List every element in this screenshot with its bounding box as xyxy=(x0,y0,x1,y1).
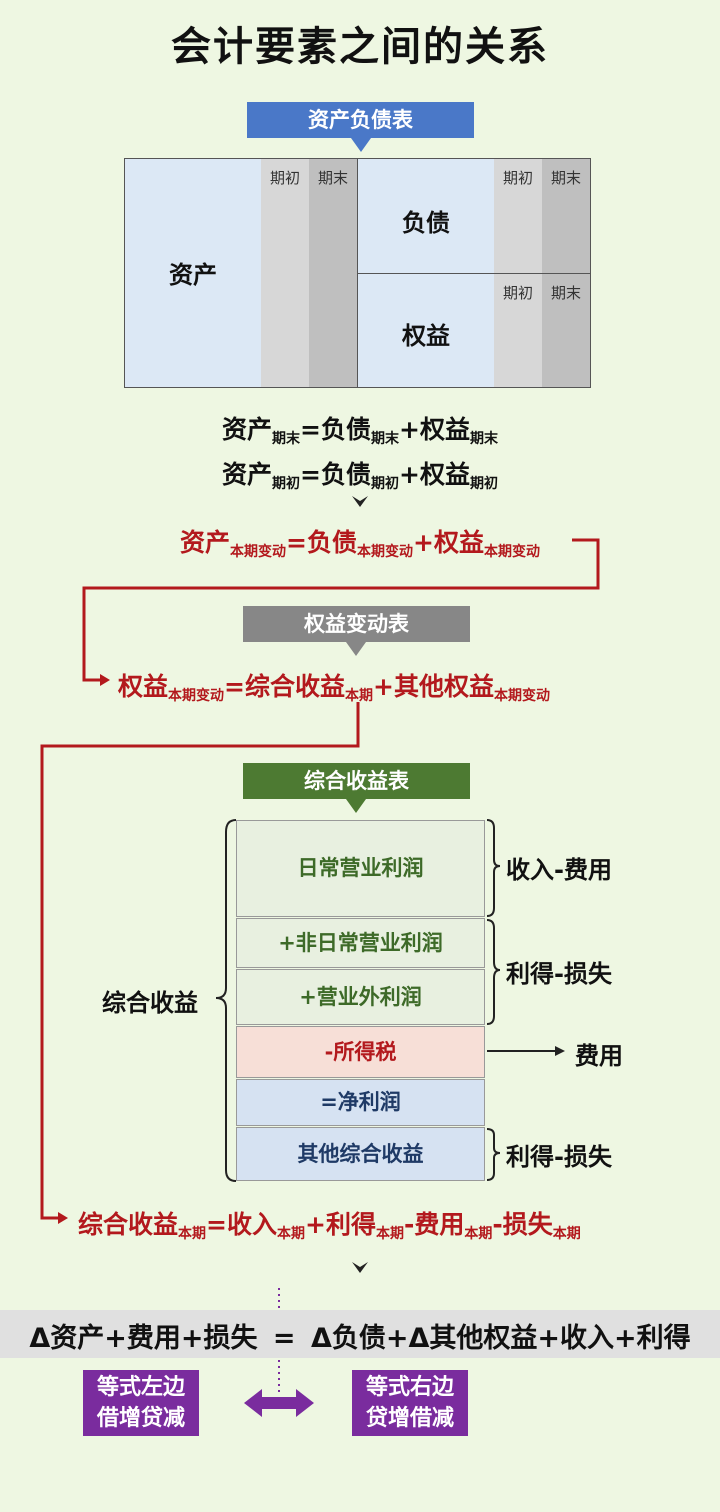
down-arrow-icon xyxy=(346,799,366,813)
equation-comprehensive-income: 综合收益本期=收入本期+利得本期-费用本期-损失本期 xyxy=(78,1210,581,1242)
expense-label: 费用 xyxy=(575,1042,623,1070)
income-row-non-operating-profit: +非日常营业利润 xyxy=(236,918,485,968)
income-row-net-profit: =净利润 xyxy=(236,1079,485,1126)
gains-minus-losses-label: 利得-损失 xyxy=(506,960,612,988)
right-side-rule-box: 等式右边 贷增借减 xyxy=(352,1370,468,1436)
down-arrow-icon xyxy=(346,642,366,656)
asset-box: 期初 期末 资产 xyxy=(124,158,358,388)
double-arrow-icon xyxy=(244,1389,314,1417)
income-row-other-comprehensive: 其他综合收益 xyxy=(236,1127,485,1181)
equation-change: 资产本期变动=负债本期变动+权益本期变动 xyxy=(180,528,540,560)
down-chevron-icon xyxy=(352,1262,368,1273)
income-statement-header: 综合收益表 xyxy=(243,763,470,799)
liability-label: 负债 xyxy=(402,209,450,237)
final-equation: Δ资产+费用+损失 = Δ负债+Δ其他权益+收入+利得 xyxy=(29,1323,691,1354)
liability-period-begin: 期初 xyxy=(502,169,533,187)
comprehensive-income-group-label: 综合收益 xyxy=(102,989,198,1017)
equity-change-header: 权益变动表 xyxy=(243,606,470,642)
left-side-rule-box: 等式左边 借增贷减 xyxy=(83,1370,199,1436)
equity-box: 期初 期末 权益 xyxy=(357,273,591,388)
equity-begin-column xyxy=(494,274,542,387)
liability-period-end: 期末 xyxy=(550,169,581,187)
income-row-other-profit: +营业外利润 xyxy=(236,969,485,1025)
liability-box: 期初 期末 负债 xyxy=(357,158,591,274)
down-chevron-icon xyxy=(352,496,368,507)
income-row-operating-profit: 日常营业利润 xyxy=(236,820,485,917)
asset-begin-column xyxy=(261,159,309,387)
balance-sheet-header: 资产负债表 xyxy=(247,102,474,138)
equity-period-begin: 期初 xyxy=(502,284,533,302)
asset-period-end: 期末 xyxy=(317,169,348,187)
equation-begin-period: 资产期初=负债期初+权益期初 xyxy=(222,460,498,492)
equation-equity-change: 权益本期变动=综合收益本期+其他权益本期变动 xyxy=(118,672,550,704)
equity-label: 权益 xyxy=(402,322,450,350)
asset-label: 资产 xyxy=(169,261,217,289)
revenue-minus-expense-label: 收入-费用 xyxy=(506,856,612,884)
page-title: 会计要素之间的关系 xyxy=(171,24,549,70)
equity-period-end: 期末 xyxy=(550,284,581,302)
income-row-income-tax: -所得税 xyxy=(236,1026,485,1078)
final-equation-band xyxy=(0,1310,720,1358)
liability-begin-column xyxy=(494,159,542,273)
other-gains-minus-losses-label: 利得-损失 xyxy=(506,1143,612,1171)
asset-end-column xyxy=(309,159,357,387)
asset-period-begin: 期初 xyxy=(269,169,300,187)
liability-end-column xyxy=(542,159,590,273)
equity-end-column xyxy=(542,274,590,387)
equation-end-period: 资产期末=负债期末+权益期末 xyxy=(222,415,498,447)
down-arrow-icon xyxy=(351,138,371,152)
